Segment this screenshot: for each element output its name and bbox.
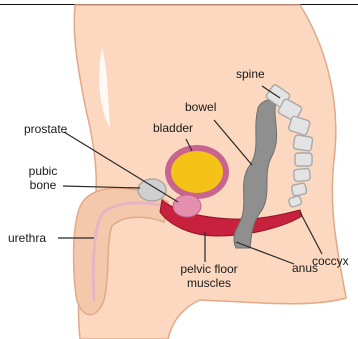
label-pubic-bone-line1: pubic — [24, 164, 62, 178]
label-spine: spine — [236, 67, 265, 81]
label-pubic-bone-line2: bone — [24, 178, 62, 192]
label-urethra: urethra — [8, 231, 46, 245]
label-pelvic-floor-muscles: pelvic floor muscles — [164, 262, 254, 290]
label-bowel: bowel — [185, 100, 216, 114]
label-pubic-bone: pubic bone — [24, 164, 62, 192]
bladder-fill — [171, 151, 223, 193]
label-anus: anus — [292, 261, 318, 275]
label-pelvic-floor-line2: muscles — [164, 276, 254, 290]
pubic-bone-shape — [138, 179, 166, 201]
label-pelvic-floor-line1: pelvic floor — [164, 262, 254, 276]
label-prostate: prostate — [24, 122, 67, 136]
label-bladder: bladder — [153, 121, 193, 135]
prostate-shape — [173, 195, 201, 217]
